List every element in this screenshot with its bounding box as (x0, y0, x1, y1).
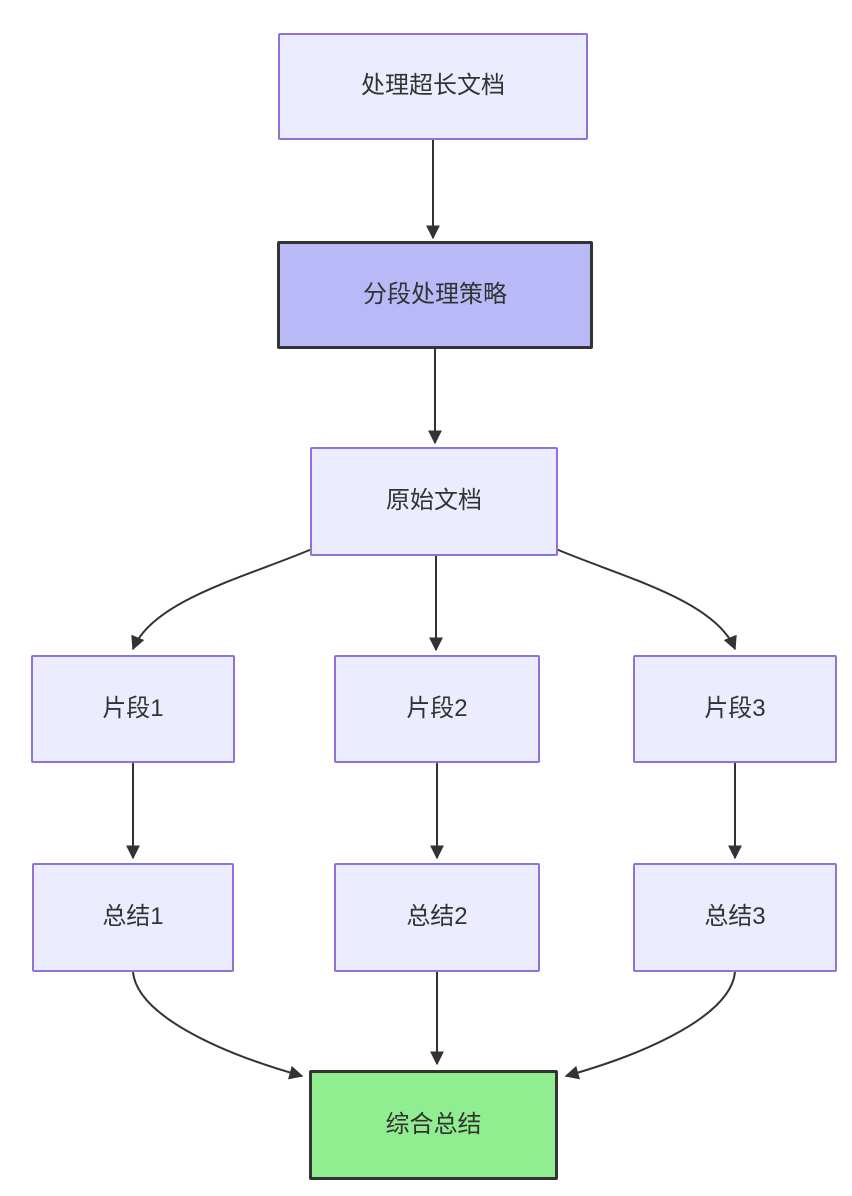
node-fragment-3: 片段3 (633, 655, 837, 763)
node-summary-3: 总结3 (633, 863, 837, 972)
node-fragment-3-label: 片段3 (704, 694, 766, 722)
node-fragment-1-label: 片段1 (102, 694, 164, 722)
node-original-doc-label: 原始文档 (386, 487, 482, 515)
node-original-doc: 原始文档 (310, 447, 558, 556)
node-process-long-doc: 处理超长文档 (278, 33, 588, 140)
node-summary-1-label: 总结1 (102, 903, 164, 931)
node-fragment-2-label: 片段2 (406, 694, 468, 722)
node-summary-3-label: 总结3 (704, 903, 766, 931)
node-fragment-2: 片段2 (334, 655, 540, 763)
node-summary-2: 总结2 (334, 863, 540, 972)
node-segmentation-strategy-label: 分段处理策略 (363, 280, 507, 308)
node-summary-1: 总结1 (32, 863, 234, 972)
node-final-summary-label: 综合总结 (385, 1110, 482, 1138)
edge-original-to-fragment-3 (555, 548, 737, 651)
node-segmentation-strategy: 分段处理策略 (277, 241, 593, 349)
edge-original-to-fragment-1 (131, 548, 313, 651)
node-final-summary: 综合总结 (309, 1070, 558, 1180)
edge-summary-3-to-final (564, 971, 736, 1080)
node-summary-2-label: 总结2 (406, 903, 468, 931)
node-process-long-doc-label: 处理超长文档 (361, 72, 505, 100)
edge-summary-1-to-final (132, 971, 304, 1080)
node-fragment-1: 片段1 (31, 655, 235, 763)
